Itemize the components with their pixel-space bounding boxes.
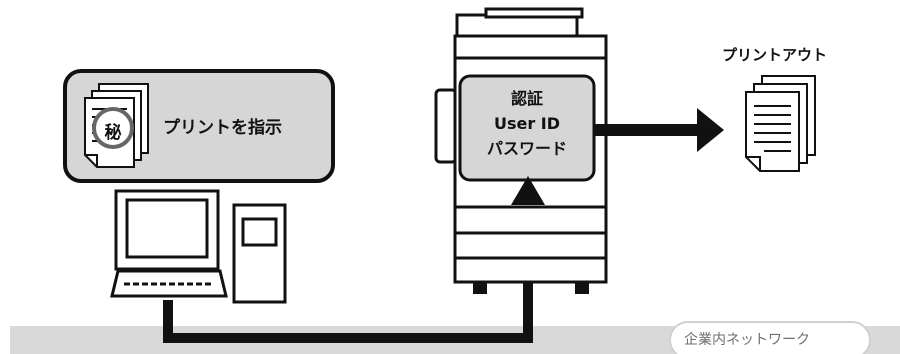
network-cable: [163, 245, 533, 343]
user-id-label: User ID: [493, 114, 561, 133]
printout-label: プリントアウト: [722, 46, 828, 64]
auth-box-text: 認証 User ID パスワード: [460, 86, 594, 161]
pc-tower-icon: [232, 203, 287, 304]
monitor-icon: [114, 189, 220, 271]
keyboard-icon: [110, 269, 228, 298]
print-instruction-label: プリントを指示: [163, 118, 282, 138]
password-label: パスワード: [486, 139, 567, 158]
auth-label: 認証: [510, 89, 543, 108]
arrow-right-icon: [594, 108, 724, 152]
network-label-pill: [669, 321, 871, 354]
secret-stamp-icon: [92, 107, 134, 149]
network-label: 企業内ネットワーク: [684, 332, 810, 348]
secret-stamp-label: 秘: [104, 123, 122, 143]
printout-stack-icon: [745, 75, 816, 172]
arrow-up-icon: [511, 176, 545, 205]
